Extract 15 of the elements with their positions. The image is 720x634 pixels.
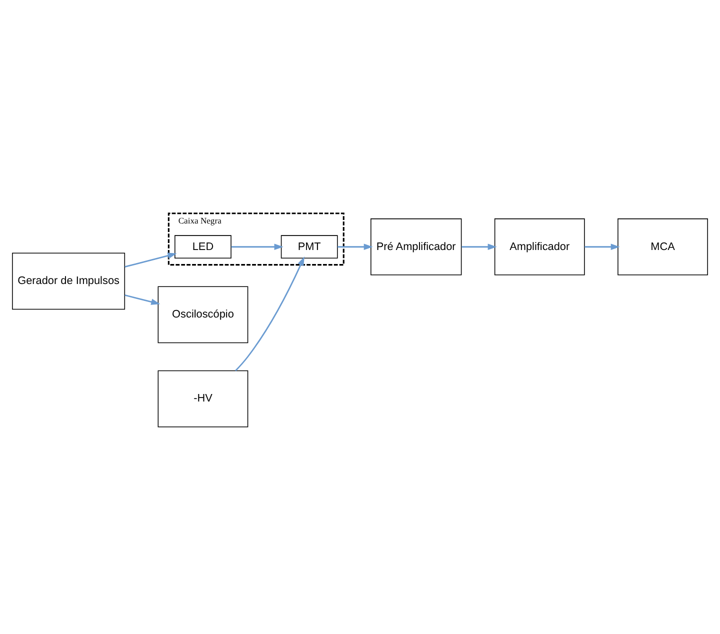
- arrow: [124, 252, 177, 268]
- node-box: Osciloscópio: [158, 286, 248, 344]
- node-box: Amplificador: [494, 218, 585, 276]
- arrow: [235, 256, 304, 372]
- node-box: Gerador de Impulsos: [12, 252, 126, 310]
- arrow: [338, 244, 373, 250]
- arrow: [462, 244, 497, 250]
- node-box: LED: [174, 235, 232, 259]
- node-box: MCA: [618, 218, 708, 276]
- arrow: [231, 244, 284, 250]
- node-box: -HV: [158, 370, 248, 428]
- arrow: [584, 244, 620, 250]
- node-box: Pré Amplificador: [370, 218, 462, 276]
- arrow: [124, 294, 160, 305]
- node-box: PMT: [280, 235, 338, 259]
